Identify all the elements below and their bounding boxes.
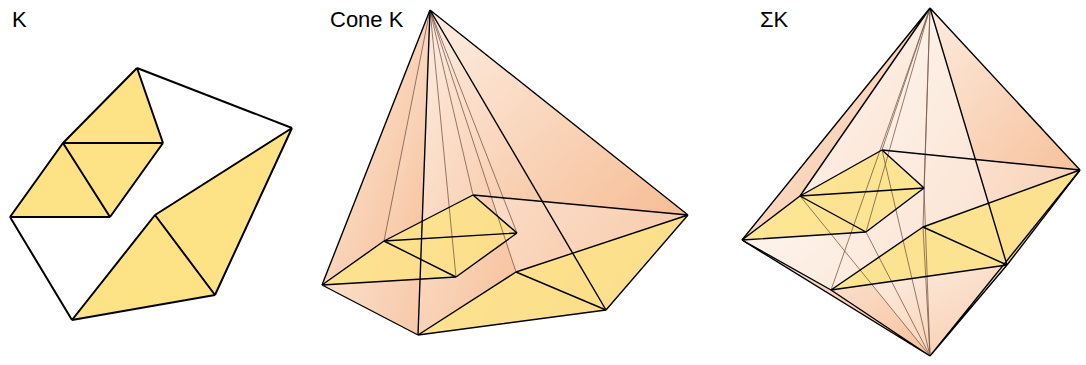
cone-k — [322, 10, 688, 335]
panel-label: ΣK — [760, 8, 788, 32]
panel-label: Cone K — [330, 8, 403, 32]
panel-label: K — [12, 8, 27, 32]
suspension-k — [742, 8, 1080, 356]
complex-k — [10, 68, 292, 320]
